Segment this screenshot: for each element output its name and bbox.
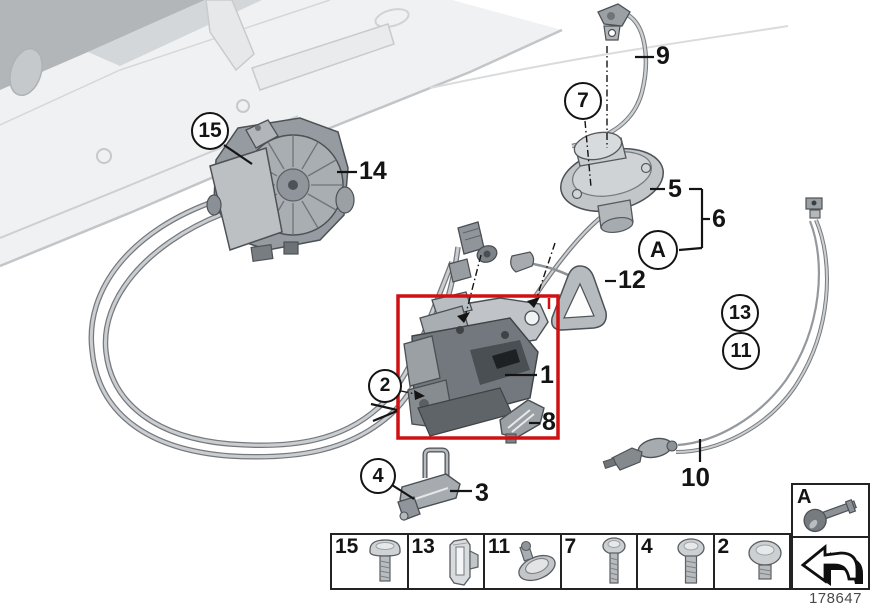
button-head-screw-icon <box>676 537 705 584</box>
round-head-screw-icon <box>748 539 782 580</box>
callout-label-10[interactable]: 10 <box>681 462 710 492</box>
callout-label-9[interactable]: 9 <box>656 42 670 70</box>
key-legend-box[interactable]: A <box>791 483 870 538</box>
callout-label-5[interactable]: 5 <box>668 175 682 203</box>
callout-label-3[interactable]: 3 <box>475 479 489 507</box>
callout-circle-15[interactable]: 15 <box>191 112 229 150</box>
legend-number: 4 <box>641 535 653 558</box>
direction-arrow-icon <box>800 544 863 586</box>
harness-connectors <box>448 221 535 283</box>
key-icon <box>803 499 857 533</box>
legend-cell-15[interactable]: 15 <box>332 535 409 588</box>
spring-clip-icon <box>449 537 479 586</box>
legend-key-label: A <box>797 486 812 508</box>
trunk-lid-artwork <box>0 0 789 268</box>
callout-circle-4[interactable]: 4 <box>360 458 396 494</box>
legend-cell-11[interactable]: 11 <box>485 535 562 588</box>
oval-grommet-nut-icon <box>517 540 556 581</box>
legend-cell-13[interactable]: 13 <box>409 535 485 588</box>
direction-arrow-box[interactable] <box>791 536 870 590</box>
part-10-bowden-cable <box>602 197 829 471</box>
legend-cell-7[interactable]: 7 <box>562 535 638 588</box>
part-14-actuator <box>206 117 355 263</box>
callout-label-1[interactable]: 1 <box>540 361 554 389</box>
callout-label-12[interactable]: 12 <box>618 266 646 294</box>
part-9-cable <box>571 3 649 149</box>
callout-circle-7[interactable]: 7 <box>564 82 602 120</box>
pan-head-screw-icon <box>602 536 626 584</box>
fastener-legend-table: 15 13 11 <box>330 533 791 590</box>
callout-circle-11[interactable]: 11 <box>722 332 760 370</box>
legend-number: 15 <box>335 535 359 558</box>
callout-circle-2[interactable]: 2 <box>368 369 402 403</box>
callout-label-8[interactable]: 8 <box>542 408 556 436</box>
highlight-box <box>396 294 560 440</box>
callout-circle-A[interactable]: A <box>638 230 678 270</box>
document-number: 178647 <box>808 590 862 607</box>
callout-label-6[interactable]: 6 <box>712 205 726 233</box>
legend-number: 11 <box>488 535 511 558</box>
legend-number: 13 <box>411 535 435 558</box>
part-12-pull-loop <box>550 265 607 331</box>
callout-circle-13[interactable]: 13 <box>721 294 759 332</box>
legend-number: 7 <box>564 535 577 558</box>
dome-head-screw-icon <box>368 538 401 582</box>
legend-number: 2 <box>717 535 730 558</box>
part-3-bracket <box>397 447 461 521</box>
callout-label-14[interactable]: 14 <box>359 157 387 185</box>
legend-cell-4[interactable]: 4 <box>638 535 715 588</box>
legend-cell-2[interactable]: 2 <box>715 535 790 588</box>
leader-lines <box>223 46 710 500</box>
